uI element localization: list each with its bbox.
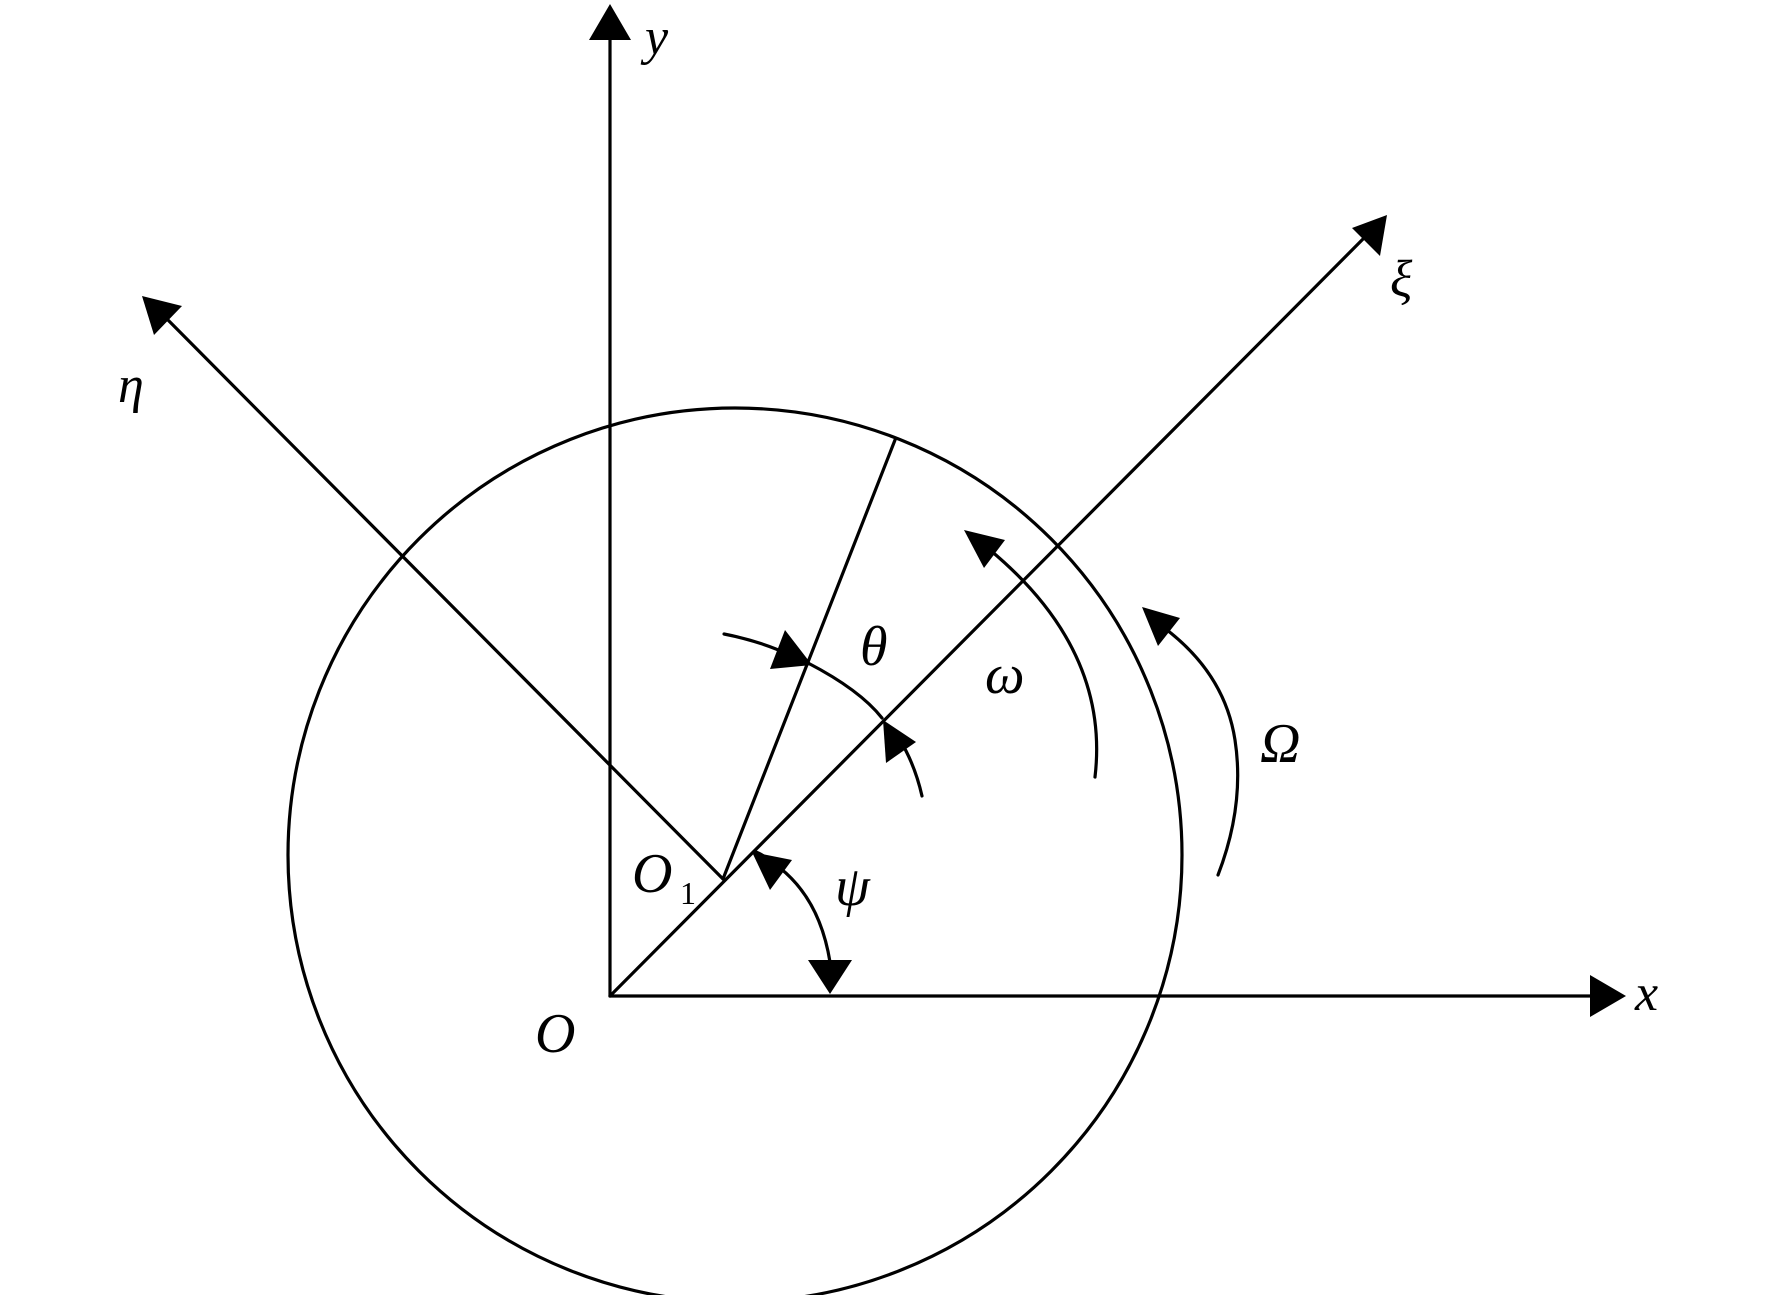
rotor-circle [286,406,1184,1295]
Omega-label: Ω [1260,713,1301,775]
center-o1-label: O 1 [632,843,696,911]
xi-axis-label: ξ [1390,251,1413,308]
center-o1-main: O [632,843,672,905]
x-axis-arrowhead [1590,975,1626,1017]
Omega-arc [1165,628,1240,877]
theta-label: θ [860,616,888,678]
x-axis-label: x [1634,965,1658,1022]
y-axis-arrowhead [589,4,631,40]
theta-arrowhead-bottom [883,720,916,763]
origin-label: O [535,1003,575,1065]
radius-line [721,438,897,881]
xi-axis-arrowhead [1352,215,1387,256]
theta-arc-lower [806,661,884,720]
y-axis-label: y [640,9,669,66]
xi-axis-line [608,235,1367,998]
Omega-arrowhead [1142,607,1180,646]
eta-axis-line [164,316,725,881]
omega-arrowhead [964,530,1005,568]
theta-arrowhead-top [770,630,812,669]
psi-arrowhead-top [752,852,792,890]
psi-label: ψ [835,856,871,918]
omega-label: ω [985,644,1025,706]
omega-arc [988,548,1099,779]
center-o1-sub: 1 [680,875,696,911]
eta-axis-arrowhead [142,296,182,335]
psi-arrowhead-bottom [808,960,852,994]
eta-axis-label: η [118,357,144,414]
